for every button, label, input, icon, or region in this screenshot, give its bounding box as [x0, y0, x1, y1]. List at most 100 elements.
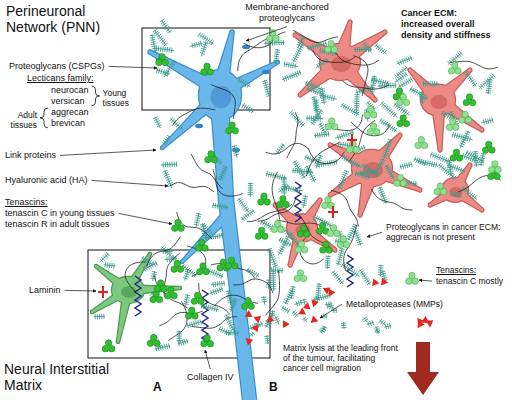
proteoglycan-brush — [342, 155, 361, 168]
hyaluronic-acid-strand — [306, 142, 339, 176]
tenascin-cluster — [367, 123, 380, 135]
mmp-triangle — [298, 308, 306, 315]
tenascin-dot — [198, 298, 204, 304]
tenascin-dot — [147, 340, 153, 346]
proteoglycan-brush — [325, 301, 333, 307]
tenascin-dot — [300, 275, 306, 281]
part-label: aggrecan — [50, 107, 90, 118]
tenascin-cluster — [156, 54, 169, 66]
tenascin-dot — [465, 117, 471, 123]
glial-cell-body — [91, 311, 93, 313]
tenascin-dot — [168, 287, 174, 293]
tenascin-cluster — [446, 118, 459, 130]
neuron-body — [149, 51, 152, 54]
tenascin-dot — [397, 99, 403, 105]
tenascin-dot — [409, 272, 415, 278]
tenascin-dot — [455, 68, 461, 74]
cancer-cell-body — [481, 128, 484, 131]
proteoglycan-brush — [270, 267, 283, 273]
proteoglycan-brush — [384, 323, 391, 329]
collagen-fibre — [135, 276, 141, 316]
cancer-cell-outline — [481, 208, 484, 211]
tenascin-dot — [449, 118, 455, 124]
cancer-cell-outline — [294, 33, 297, 36]
cancer-cell-outline — [419, 188, 422, 191]
tenascin-dot — [273, 35, 279, 41]
hyaluronic-acid-strand — [265, 271, 279, 316]
tenascin-cluster — [463, 94, 476, 106]
proteoglycan-brush — [380, 101, 397, 117]
tenascin-dot — [178, 225, 184, 231]
proteoglycan-brush — [151, 271, 158, 281]
tenascin-dot — [397, 120, 403, 126]
part-label: versican — [50, 96, 86, 107]
tenascin-dot — [482, 147, 488, 153]
tenascin-dot — [159, 54, 165, 60]
tenascin-cluster — [150, 291, 163, 303]
cancer-cell-body — [329, 143, 332, 146]
neuron-outline — [231, 31, 234, 34]
tenascin-dot — [211, 157, 217, 163]
tenascin-dot — [448, 68, 454, 74]
region-title: Neural Interstitial Matrix — [3, 361, 140, 393]
proteoglycan-brush — [337, 170, 349, 190]
part-label: Metalloproteases (MMPs) — [345, 299, 444, 309]
tenascin-dot — [488, 173, 494, 179]
tenascin-cluster — [171, 260, 184, 272]
panel-letter: B — [268, 380, 279, 394]
tenascin-dot — [255, 233, 261, 239]
proteoglycan-brush — [289, 111, 305, 127]
proteoglycan-brush — [464, 71, 477, 87]
tenascin-dot — [397, 174, 403, 180]
tenascin-cluster — [271, 221, 284, 233]
glial-cell-outline — [91, 311, 93, 313]
tenascin-cluster — [226, 122, 239, 134]
tenascin-dot — [185, 313, 191, 319]
region-title: Cancer ECM: increased overall density an… — [400, 8, 502, 40]
proteoglycan-brush — [325, 255, 331, 269]
neuron-outline — [161, 147, 163, 149]
tenascin-dot — [200, 263, 206, 269]
tenascin-dot — [225, 263, 231, 269]
hyaluronic-acid-strand — [331, 190, 358, 226]
proteoglycan-brush — [289, 286, 296, 299]
tenascin-dot — [228, 257, 234, 263]
tenascin-cluster — [277, 196, 290, 208]
cancer-cell-outline — [399, 133, 402, 136]
leader-line — [419, 280, 432, 281]
hyaluronic-acid-strand — [199, 283, 230, 315]
proteoglycan-brush — [274, 317, 281, 325]
tenascin-dot — [156, 296, 162, 302]
tenascin-dot — [258, 199, 264, 205]
tenascin-dot — [189, 307, 195, 313]
proteoglycan-brush — [170, 117, 183, 130]
proteoglycan-brush — [241, 209, 255, 221]
leader-line — [205, 350, 210, 369]
mmp-triangle — [311, 300, 319, 308]
neuron-outline — [181, 261, 183, 263]
tenascin-dot — [466, 94, 472, 100]
proteoglycan-brush — [264, 335, 270, 344]
mmp-triangle — [311, 316, 319, 324]
neuron-body — [181, 212, 230, 263]
proteoglycan-brush — [177, 331, 182, 343]
leaders — [60, 27, 432, 369]
hyaluronic-acid-strand — [213, 169, 243, 196]
leader-line — [119, 213, 172, 224]
hyaluronic-acid-strand — [192, 317, 237, 329]
tenascin-cluster — [297, 225, 310, 237]
tenascin-dot — [105, 340, 111, 346]
tenascin-dot — [347, 147, 353, 153]
tenascin-dot — [337, 241, 343, 247]
tenascin-cluster — [201, 335, 214, 347]
cancer-cell-outline — [374, 98, 377, 101]
tenascin-dot — [162, 59, 168, 65]
laminin — [98, 134, 357, 298]
proteoglycan-brush — [379, 319, 386, 326]
tenascin-dot — [245, 297, 251, 303]
hyaluronic-acid — [125, 30, 501, 340]
glial-cell-body — [149, 253, 151, 255]
hyaluronic-acid-strand — [266, 143, 309, 154]
